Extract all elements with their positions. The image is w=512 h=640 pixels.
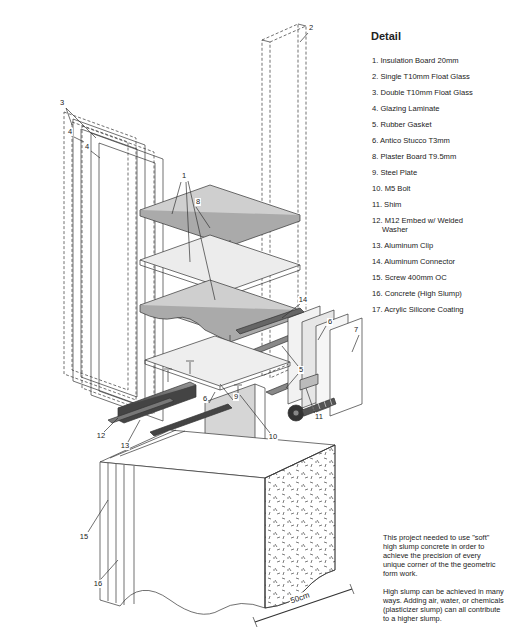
- linework: [64, 24, 362, 627]
- note-paragraph: This project needed to use "soft" high s…: [383, 533, 505, 578]
- embed-plate: [150, 404, 232, 436]
- callout-number: 6: [327, 318, 333, 326]
- part-list-item: 11. Shim: [372, 200, 490, 209]
- callout-number: 15: [79, 533, 89, 541]
- callout-number: 4: [84, 143, 90, 151]
- callout-number: 8: [195, 198, 201, 206]
- part-list-item: 17. Acrylic Silicone Coating: [372, 305, 490, 314]
- part-list-item: 10. M5 Bolt: [372, 184, 490, 193]
- wall-layers: [288, 306, 362, 416]
- callout-number: 5: [298, 366, 304, 374]
- bolts: [164, 361, 336, 421]
- callout-number: 3: [59, 99, 65, 107]
- callout-number: 13: [120, 442, 130, 450]
- part-list-item: 13. Aluminum Clip: [372, 241, 490, 250]
- part-list-item: 14. Aluminum Connector: [372, 257, 490, 266]
- callout-number: 11: [314, 413, 324, 421]
- callout-number: 16: [93, 580, 103, 588]
- callout-number: 12: [96, 432, 106, 440]
- part-list-item: 9. Steel Plate: [372, 168, 490, 177]
- part-list-item: 1. Insulation Board 20mm: [372, 56, 490, 65]
- part-list-item: 12. M12 Embed w/ Welded Washer: [372, 216, 490, 234]
- part-list-item: 2. Single T10mm Float Glass: [372, 72, 490, 81]
- callout-number: 10: [268, 433, 278, 441]
- part-list-item: 3. Double T10mm Float Glass: [372, 88, 490, 97]
- scale-dimension: 50cm: [288, 590, 311, 606]
- part-list-item: 5. Rubber Gasket: [372, 120, 490, 129]
- part-list-item: 6. Antico Stucco T3mm: [372, 136, 490, 145]
- callout-number: 2: [308, 24, 314, 32]
- steel-plate: [145, 336, 290, 386]
- notes: This project needed to use "soft" high s…: [383, 533, 505, 632]
- part-list-item: 8. Plaster Board T9.5mm: [372, 152, 490, 161]
- note-paragraph: High slump can be achieved in many ways.…: [383, 587, 505, 623]
- parts-list: 1. Insulation Board 20mm 2. Single T10mm …: [372, 56, 490, 321]
- concrete-block: [100, 430, 335, 614]
- part-list-item: 15. Screw 400mm OC: [372, 273, 490, 282]
- title: Detail: [371, 30, 401, 42]
- callout-number: 9: [233, 393, 239, 401]
- callout-number: 1: [181, 172, 187, 180]
- part-list-item: 4. Glazing Laminate: [372, 104, 490, 113]
- callout-number: 6: [202, 395, 208, 403]
- callout-number: 7: [353, 326, 359, 334]
- leader-lines: [66, 33, 359, 579]
- part-list-item: 16. Concrete (High Slump): [372, 289, 490, 298]
- callout-number: 4: [67, 128, 73, 136]
- scale-bar: [253, 584, 354, 627]
- left-glass-panels: [64, 112, 163, 421]
- callout-number: 14: [298, 296, 308, 304]
- aluminum-connector: [236, 308, 304, 334]
